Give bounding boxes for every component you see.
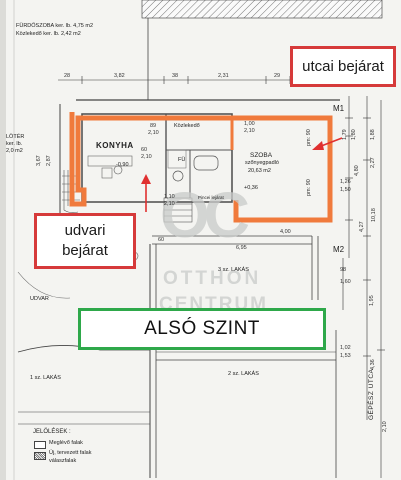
legend-existing-swatch	[34, 441, 46, 449]
floor-label: ALSÓ SZINT	[78, 308, 326, 350]
apartment-3-label: 3 sz. LAKÁS	[218, 267, 249, 273]
dim-pm90a: pm: 90	[306, 129, 312, 146]
dim-top-382: 3,82	[114, 73, 125, 79]
yard-callout-line1: udvari	[64, 222, 106, 239]
dim-60b: 60	[158, 237, 165, 243]
legend-new-line1: Új, tervezett falak	[49, 450, 92, 456]
dim-150: 1,50	[340, 187, 351, 193]
yard-callout-line2: bejárat	[62, 242, 108, 259]
dim-98: 98	[340, 267, 347, 273]
basement-stair	[163, 197, 193, 223]
dim-210c: 2,10	[141, 154, 152, 160]
marker-m2: M2	[333, 245, 345, 254]
dim-60: 60	[141, 147, 148, 153]
dim-v427: 4,27	[359, 221, 365, 232]
room-floor: szőnyegpadló	[245, 160, 279, 166]
dim-top-28: 28	[64, 73, 71, 79]
dim-top-38: 38	[172, 73, 179, 79]
dim-102: 1,02	[340, 345, 351, 351]
dim-pm90b: pm: 90	[306, 179, 312, 196]
dim-v227: 2,27	[370, 157, 376, 168]
dim-v480: 4,80	[354, 165, 360, 176]
dim-v195: 1,95	[369, 295, 375, 306]
corridor-label: Közlekedő	[174, 123, 200, 129]
dim-695: 6,95	[236, 245, 247, 251]
dim-l367: 3,67	[36, 155, 42, 166]
room-name: SZOBA	[250, 152, 273, 159]
dim-210b: 2,10	[244, 128, 255, 134]
lobby-area: 2,0 m2	[6, 148, 23, 154]
bathroom-title: FÜRDŐSZOBA ker. lb. 4,75 m2	[16, 23, 94, 29]
street-entrance-arrow	[312, 137, 343, 150]
dim-v188: 1,88	[370, 129, 376, 140]
new-wall-outline	[69, 112, 333, 223]
dim-210a: 2,10	[148, 130, 159, 136]
marker-m1: M1	[333, 104, 345, 113]
room-area: 20,63 m2	[248, 168, 271, 174]
bath-label: FÜ	[178, 157, 186, 163]
street-entrance-callout: utcai bejárat	[290, 46, 396, 87]
dim-153: 1,53	[340, 353, 351, 359]
dim-126: 1,26	[340, 179, 351, 185]
legend-new-swatch	[34, 452, 46, 460]
watermark-otthon: OTTHON	[163, 268, 262, 289]
legend-existing: Meglévő falak	[49, 440, 83, 446]
dim-v1018: 10,18	[371, 208, 377, 222]
top-wall-band	[141, 0, 383, 19]
corridor-title: Közlekedő ker. lb. 2,42 m2	[16, 31, 81, 37]
dim-l287: 2,87	[46, 155, 52, 166]
lobby-name: LÖTÉR	[6, 134, 25, 140]
dim-210d: 2,10	[164, 201, 175, 207]
level-kitchen: -0,90	[116, 162, 129, 168]
apartment-1-label: 1 sz. LAKÁS	[30, 375, 61, 381]
kitchen-label: KONYHA	[96, 141, 134, 150]
apartment-2-label: 2 sz. LAKÁS	[228, 371, 259, 377]
legend-new-line2: válaszfalak	[49, 458, 77, 464]
dim-89: 89	[150, 123, 157, 129]
dim-100: 1,00	[244, 121, 255, 127]
stair-label: Pincei lejárat	[198, 195, 224, 200]
dim-top-29: 29	[274, 73, 281, 79]
dim-400: 4,00	[280, 229, 291, 235]
level-room: +0,36	[244, 185, 258, 191]
yard-label: UDVAR	[30, 296, 49, 302]
dim-top-231: 2,31	[218, 73, 229, 79]
lobby-sub: ker. lb.	[6, 141, 23, 147]
dim-v180: 1,80	[351, 129, 357, 140]
dim-110: 1,10	[164, 194, 175, 200]
street-name: GÉPÉSZ UTCA	[368, 368, 375, 420]
dim-v179: 1,79	[342, 129, 348, 140]
dim-v436: 4,36	[370, 359, 376, 370]
yard-entrance-arrow	[141, 174, 151, 212]
dim-160: 1,60	[340, 279, 351, 285]
dim-v210: 2,10	[382, 421, 388, 432]
legend-title: JELÖLÉSEK :	[33, 429, 71, 435]
yard-entrance-callout: udvari bejárat	[34, 213, 136, 269]
watermark-logo: OC	[160, 179, 250, 251]
